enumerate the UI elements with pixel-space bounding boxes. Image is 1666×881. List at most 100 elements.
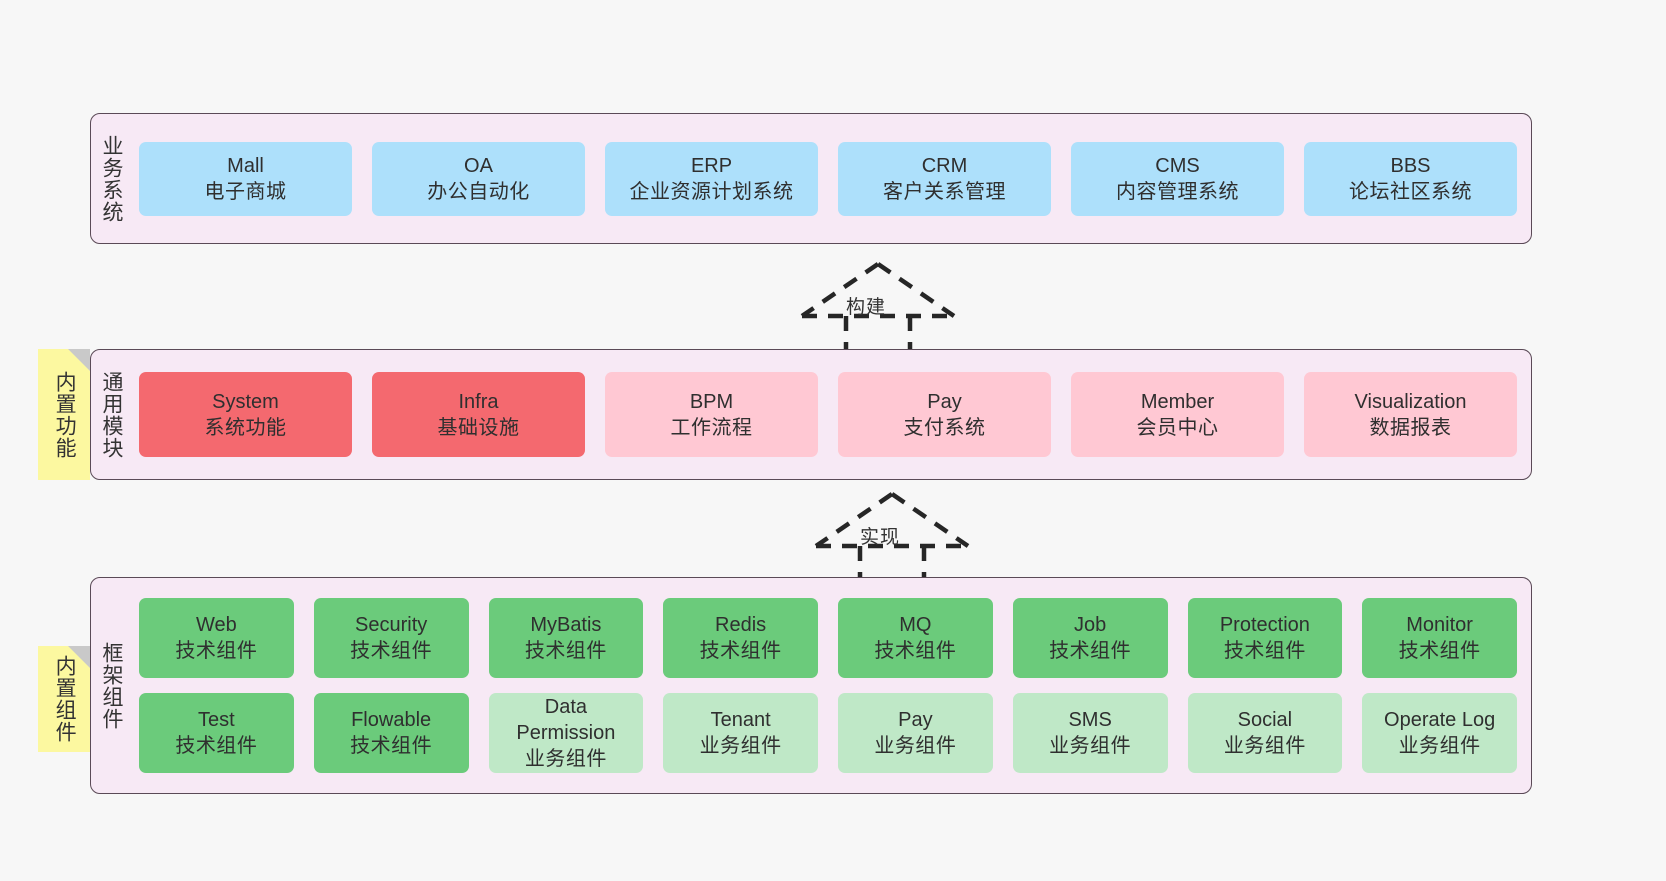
connector-build-label: 构建 (845, 297, 887, 318)
node-title: Data Permission (516, 696, 616, 744)
business-systems-row: Mall 电子商城 OA 办公自动化 ERP 企业资源计划系统 CRM 客户关系… (139, 141, 1517, 216)
node-mybatis[interactable]: MyBatis 技术组件 (488, 598, 644, 678)
note-builtin-component[interactable]: 内置组件 (38, 646, 90, 752)
node-subtitle: 业务组件 (1398, 735, 1481, 757)
node-title: BPM (689, 390, 734, 413)
node-title: Security (355, 614, 428, 636)
node-security[interactable]: Security 技术组件 (313, 598, 469, 678)
node-title: MQ (899, 614, 932, 636)
node-bbs[interactable]: BBS 论坛社区系统 (1304, 141, 1517, 216)
layer-common-modules: 通用模块 System 系统功能 Infra 基础设施 BPM 工作流程 Pay… (90, 349, 1532, 480)
node-subtitle: 技术组件 (1049, 640, 1132, 662)
node-test[interactable]: Test 技术组件 (139, 693, 294, 773)
layer-body-business-systems: Mall 电子商城 OA 办公自动化 ERP 企业资源计划系统 CRM 客户关系… (131, 114, 1531, 243)
node-subtitle: 内容管理系统 (1116, 180, 1239, 203)
layer-title-framework-components: 框架组件 (99, 641, 123, 730)
node-subtitle: 客户关系管理 (883, 180, 1006, 203)
node-subtitle: 基础设施 (437, 416, 520, 439)
node-subtitle: 技术组件 (699, 640, 782, 662)
node-sms[interactable]: SMS 业务组件 (1012, 693, 1168, 773)
node-title: ERP (690, 154, 733, 177)
framework-components-row-technical: Web 技术组件 Security 技术组件 MyBatis 技术组件 Redi… (139, 598, 1517, 678)
node-title: OA (464, 154, 493, 177)
node-title: CRM (921, 154, 968, 177)
node-visualization[interactable]: Visualization 数据报表 (1304, 372, 1517, 457)
node-bpm[interactable]: BPM 工作流程 (605, 372, 818, 457)
layer-framework-components: 框架组件 Web 技术组件 Security 技术组件 MyBatis 技术组件… (90, 577, 1532, 794)
node-subtitle: 会员中心 (1136, 416, 1219, 439)
node-subtitle: 业务组件 (699, 735, 782, 757)
common-modules-row: System 系统功能 Infra 基础设施 BPM 工作流程 Pay 支付系统… (139, 372, 1517, 457)
layer-body-framework-components: Web 技术组件 Security 技术组件 MyBatis 技术组件 Redi… (131, 578, 1531, 793)
layer-title-common-modules: 通用模块 (99, 370, 123, 459)
node-title: SMS (1068, 709, 1112, 731)
node-operate-log[interactable]: Operate Log 业务组件 (1362, 693, 1517, 773)
node-title: Member (1140, 390, 1215, 413)
node-subtitle: 技术组件 (175, 735, 258, 757)
node-title: Mall (227, 154, 264, 177)
layer-body-common-modules: System 系统功能 Infra 基础设施 BPM 工作流程 Pay 支付系统… (131, 350, 1531, 479)
node-subtitle: 业务组件 (1223, 735, 1306, 757)
node-system[interactable]: System 系统功能 (139, 372, 352, 457)
dashed-up-arrow-icon (800, 262, 956, 351)
dashed-up-arrow-icon (814, 492, 970, 581)
connector-implement: 实现 (742, 486, 1042, 581)
node-member[interactable]: Member 会员中心 (1071, 372, 1284, 457)
node-cms[interactable]: CMS 内容管理系统 (1071, 141, 1284, 216)
node-title: Tenant (710, 709, 771, 731)
node-title: Job (1074, 614, 1107, 636)
node-subtitle: 技术组件 (350, 735, 433, 757)
node-infra[interactable]: Infra 基础设施 (372, 372, 585, 457)
node-subtitle: 技术组件 (350, 640, 433, 662)
node-monitor[interactable]: Monitor 技术组件 (1362, 598, 1517, 678)
node-flowable[interactable]: Flowable 技术组件 (313, 693, 469, 773)
node-title: Protection (1219, 614, 1310, 636)
layer-title-business-systems: 业务系统 (99, 134, 123, 223)
node-title: Test (198, 709, 235, 731)
node-redis[interactable]: Redis 技术组件 (663, 598, 818, 678)
node-subtitle: 企业资源计划系统 (629, 180, 794, 203)
node-web[interactable]: Web 技术组件 (139, 598, 294, 678)
node-erp[interactable]: ERP 企业资源计划系统 (605, 141, 818, 216)
connector-implement-label: 实现 (859, 527, 901, 548)
node-title: Pay (927, 390, 962, 413)
node-subtitle: 技术组件 (524, 640, 607, 662)
node-subtitle: 支付系统 (903, 416, 986, 439)
node-title: Web (195, 614, 237, 636)
folded-corner-icon (68, 646, 90, 668)
framework-components-row-business: Test 技术组件 Flowable 技术组件 Data Permission … (139, 693, 1517, 773)
node-title: Visualization (1354, 390, 1467, 413)
node-data-permission[interactable]: Data Permission 业务组件 (488, 693, 644, 773)
node-pay-business[interactable]: Pay 业务组件 (838, 693, 993, 773)
node-mq[interactable]: MQ 技术组件 (838, 598, 993, 678)
node-subtitle: 业务组件 (874, 735, 957, 757)
node-job[interactable]: Job 技术组件 (1012, 598, 1168, 678)
node-tenant[interactable]: Tenant 业务组件 (663, 693, 818, 773)
node-subtitle: 系统功能 (204, 416, 287, 439)
node-mall[interactable]: Mall 电子商城 (139, 141, 352, 216)
node-subtitle: 电子商城 (204, 180, 287, 203)
node-subtitle: 数据报表 (1369, 416, 1452, 439)
node-title: Redis (715, 614, 767, 636)
node-title: Pay (898, 709, 933, 731)
node-subtitle: 技术组件 (874, 640, 957, 662)
node-protection[interactable]: Protection 技术组件 (1187, 598, 1343, 678)
node-subtitle: 业务组件 (1049, 735, 1132, 757)
node-title: CMS (1155, 154, 1200, 177)
layer-business-systems: 业务系统 Mall 电子商城 OA 办公自动化 ERP 企业资源计划系统 CRM… (90, 113, 1532, 244)
node-subtitle: 业务组件 (524, 748, 607, 770)
node-subtitle: 论坛社区系统 (1349, 180, 1472, 203)
node-social[interactable]: Social 业务组件 (1187, 693, 1343, 773)
node-title: System (212, 390, 279, 413)
node-title: Operate Log (1384, 709, 1496, 731)
node-pay[interactable]: Pay 支付系统 (838, 372, 1051, 457)
node-subtitle: 工作流程 (670, 416, 753, 439)
node-title: Flowable (351, 709, 432, 731)
node-title: Social (1237, 709, 1293, 731)
node-subtitle: 技术组件 (1398, 640, 1481, 662)
folded-corner-icon (68, 349, 90, 371)
node-crm[interactable]: CRM 客户关系管理 (838, 141, 1051, 216)
note-builtin-function[interactable]: 内置功能 (38, 349, 90, 480)
node-oa[interactable]: OA 办公自动化 (372, 141, 585, 216)
